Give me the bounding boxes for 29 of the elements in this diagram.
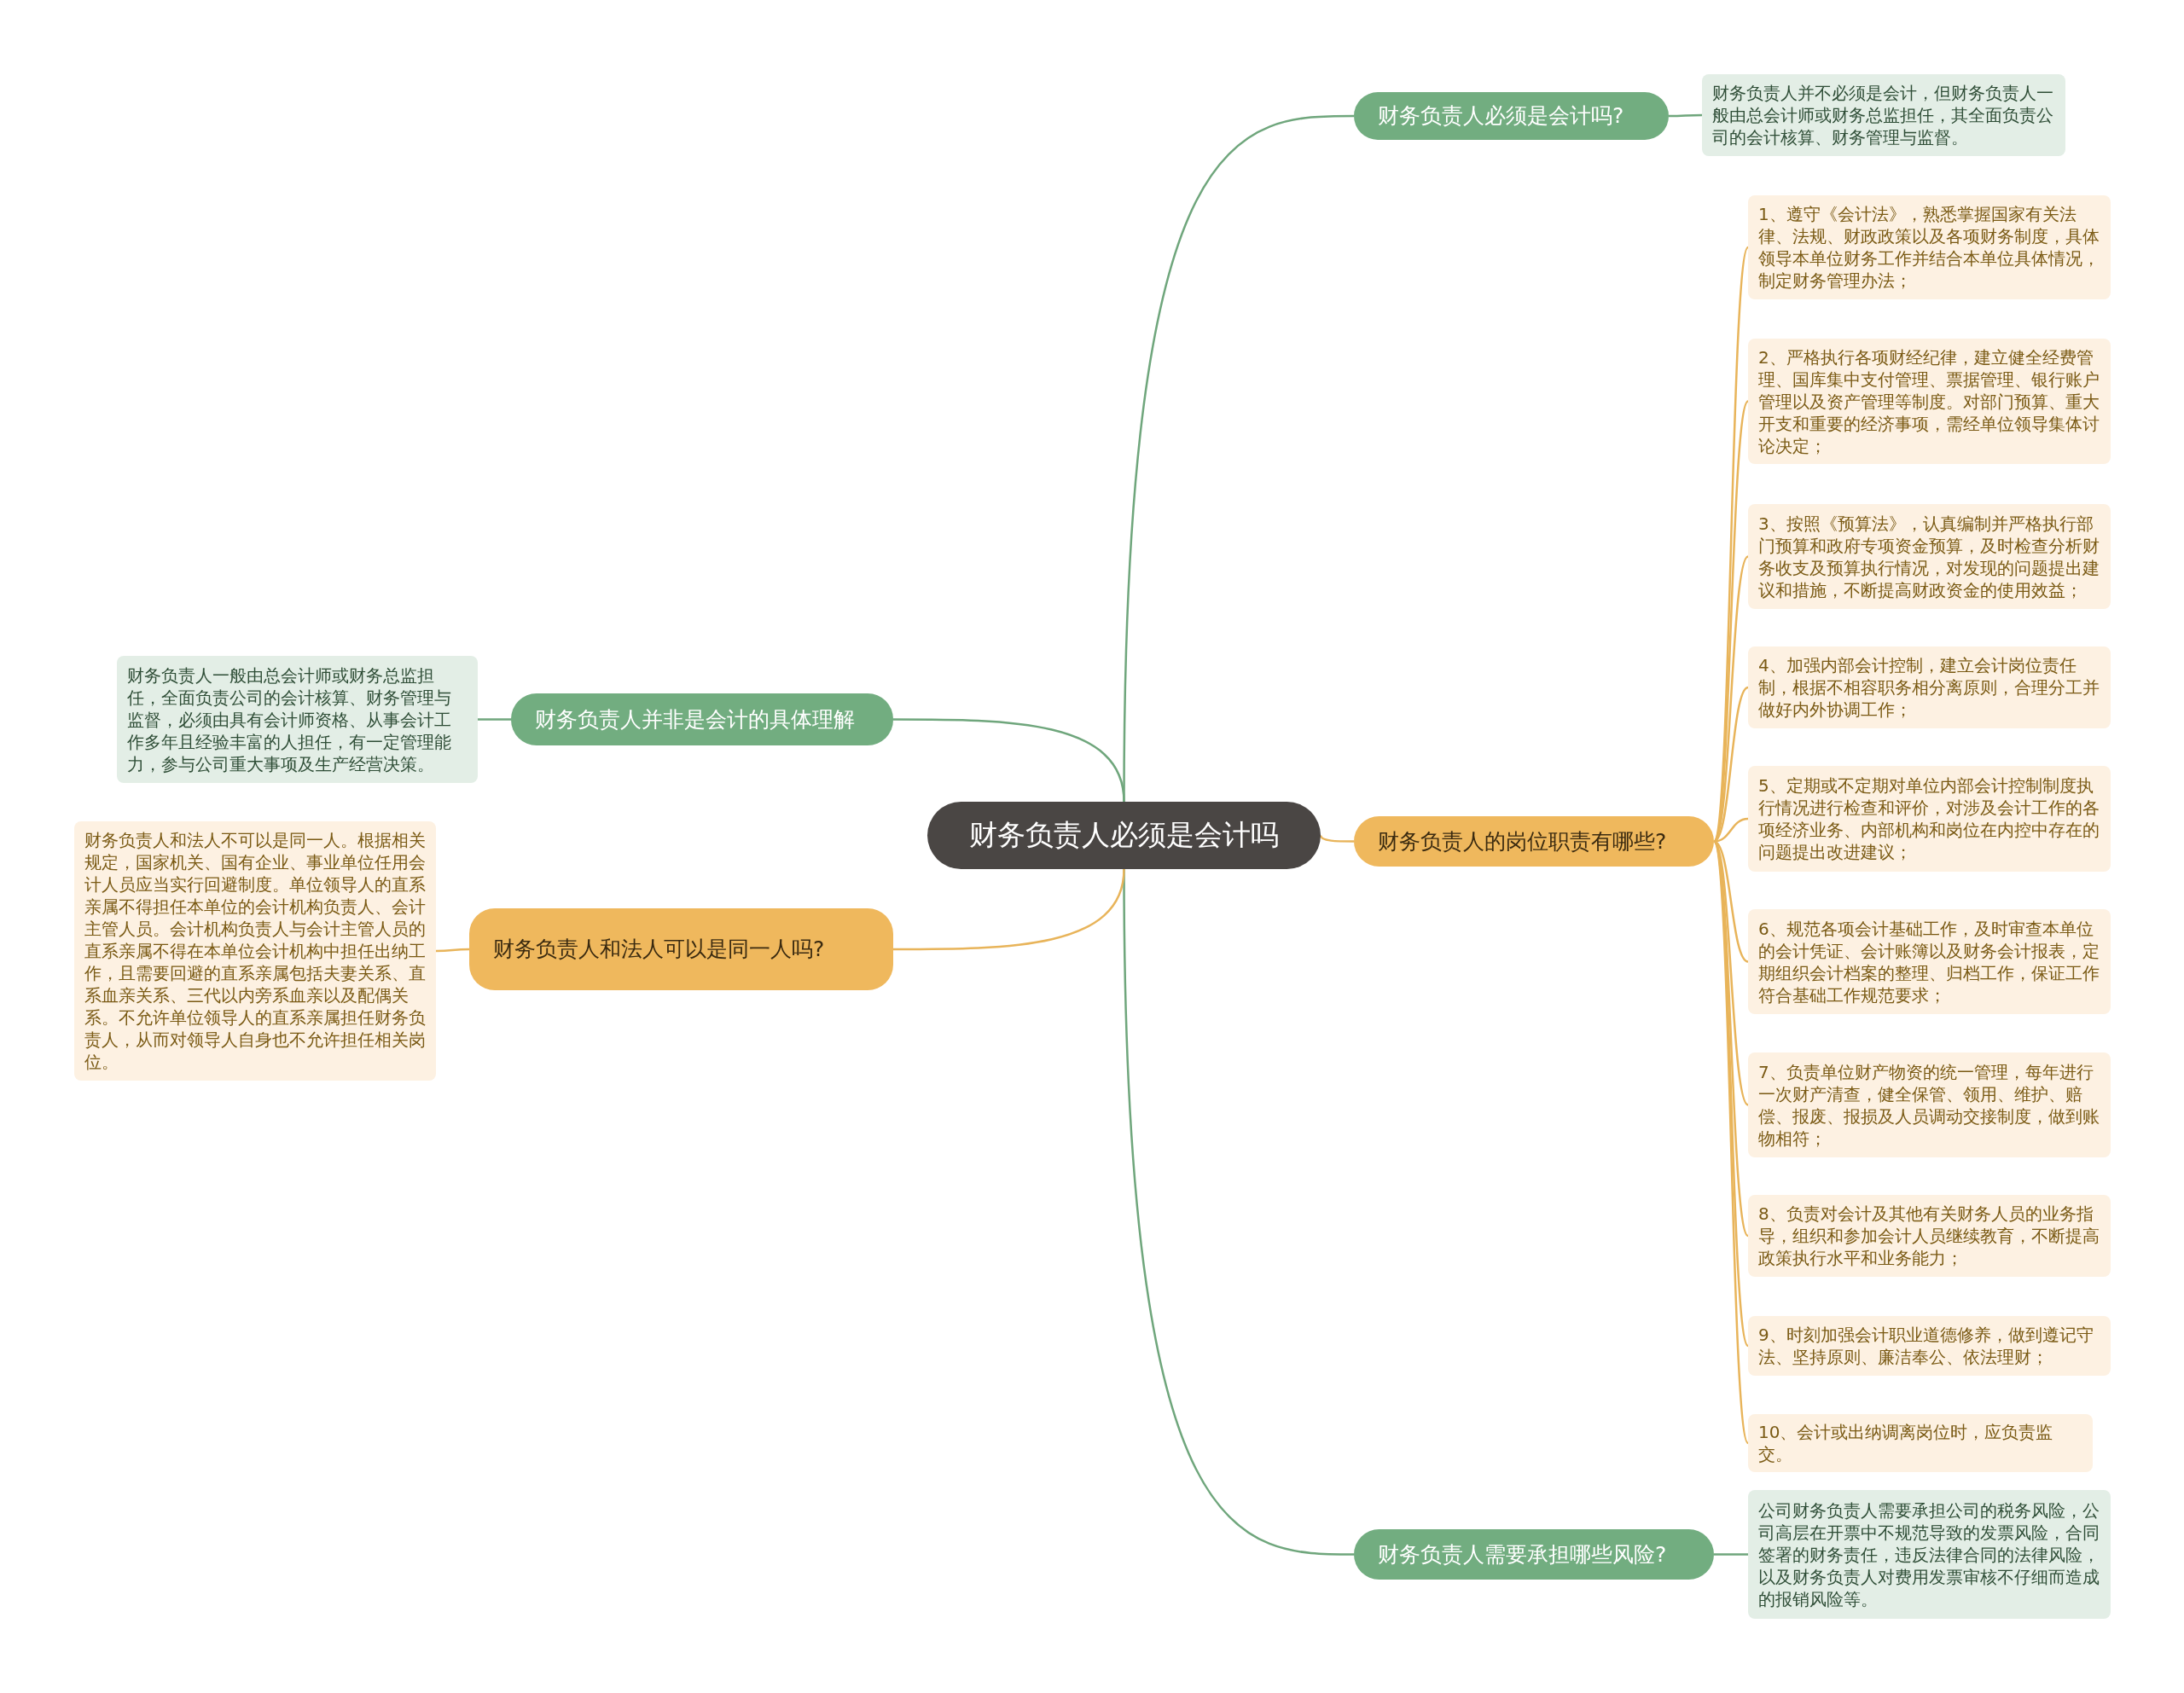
connector-line [1714,1553,1748,1556]
topic-box: 财务负责人需要承担哪些风险? [1354,1529,1714,1580]
connector-line [1319,834,1354,843]
connector-line [1669,113,1702,118]
topic-box: 财务负责人和法人可以是同一人吗? [469,908,893,990]
note-box: 财务负责人一般由总会计师或财务总监担任，全面负责公司的会计核算、财务管理与监督，必须由具有会计师资格、从事会计工作多年且经验丰富的人担任，有一定管理能力，参与公司重大事项及生产经营决策。 [117,656,478,783]
note-box: 8、负责对会计及其他有关财务人员的业务指导，组织和参加会计人员继续教育，不断提高政策执行水平和业务能力； [1748,1195,2111,1277]
connector-line [436,948,469,953]
central-topic: 财务负责人必须是会计吗 [927,802,1321,869]
connector-line [1712,246,1750,842]
note-box: 4、加强内部会计控制，建立会计岗位责任制，根据不相容职务相分离原则，合理分工并做好内外协调工作； [1748,646,2111,728]
connector-line [1712,841,1750,1444]
note-box: 财务负责人并不必须是会计，但财务负责人一般由总会计师或财务总监担任，其全面负责公司的会计核算、财务管理与监督。 [1702,74,2065,156]
note-box: 7、负责单位财产物资的统一管理，每年进行一次财产清查，健全保管、领用、维护、赔偿、报废、报损及人员调动交接制度，做到账物相符； [1748,1052,2111,1157]
note-box: 2、严格执行各项财经纪律，建立健全经费管理、国库集中支付管理、票据管理、银行账户管理以及资产管理等制度。对部门预算、重大开支和重要的经济事项，需经单位领导集体讨论决定； [1748,339,2111,464]
note-box: 10、会计或出纳调离岗位时，应负责监交。 [1748,1414,2093,1472]
note-box: 1、遵守《会计法》，熟悉掌握国家有关法律、法规、财政政策以及各项财务制度，具体领导本单位财务工作并结合本单位具体情况，制定财务管理办法； [1748,195,2111,299]
note-box: 3、按照《预算法》，认真编制并严格执行部门预算和政府专项资金预算，及时检查分析财务收支及预算执行情况，对发现的问题提出建议和措施，不断提高财政资金的使用效益； [1748,504,2111,609]
connector-line [893,718,1125,803]
note-box: 5、定期或不定期对单位内部会计控制制度执行情况进行检查和评价，对涉及会计工作的各项经济业务、内部机构和岗位在内控中存在的问题提出改进建议； [1748,766,2111,872]
topic-box: 财务负责人的岗位职责有哪些? [1354,816,1714,867]
topic-box: 财务负责人必须是会计吗? [1354,92,1669,140]
connector-line [478,718,511,721]
connector-line [893,868,1125,951]
note-box: 公司财务负责人需要承担公司的税务风险，公司高层在开票中不规范导致的发票风险，合同签署的财务责任，违反法律合同的法律风险，以及财务负责人对费用发票审核不仔细而造成的报销风险等。 [1748,1490,2111,1619]
note-box: 财务负责人和法人不可以是同一人。根据相关规定，国家机关、国有企业、事业单位任用会计人员应当实行回避制度。单位领导人的直系亲属不得担任本单位的会计机构负责人、会计主管人员。会计机构负责人与会计主管人员的直系亲属不得在本单位会计机构中担任出纳工作，且需要回避的直系亲属包括夫妻关系、直系血亲关系、三代以内旁系血亲以及配偶关系。不允许单位领导人的直系亲属担任财务负责人，从而对领导人自身也不允许担任相关岗位。 [74,821,436,1081]
note-box: 6、规范各项会计基础工作，及时审查本单位的会计凭证、会计账簿以及财务会计报表，定期组织会计档案的整理、归档工作，保证工作符合基础工作规范要求； [1748,909,2111,1014]
note-box: 9、时刻加强会计职业道德修养，做到遵记守法、坚持原则、廉洁奉公、依法理财； [1748,1316,2111,1376]
topic-box: 财务负责人并非是会计的具体理解 [511,693,893,745]
